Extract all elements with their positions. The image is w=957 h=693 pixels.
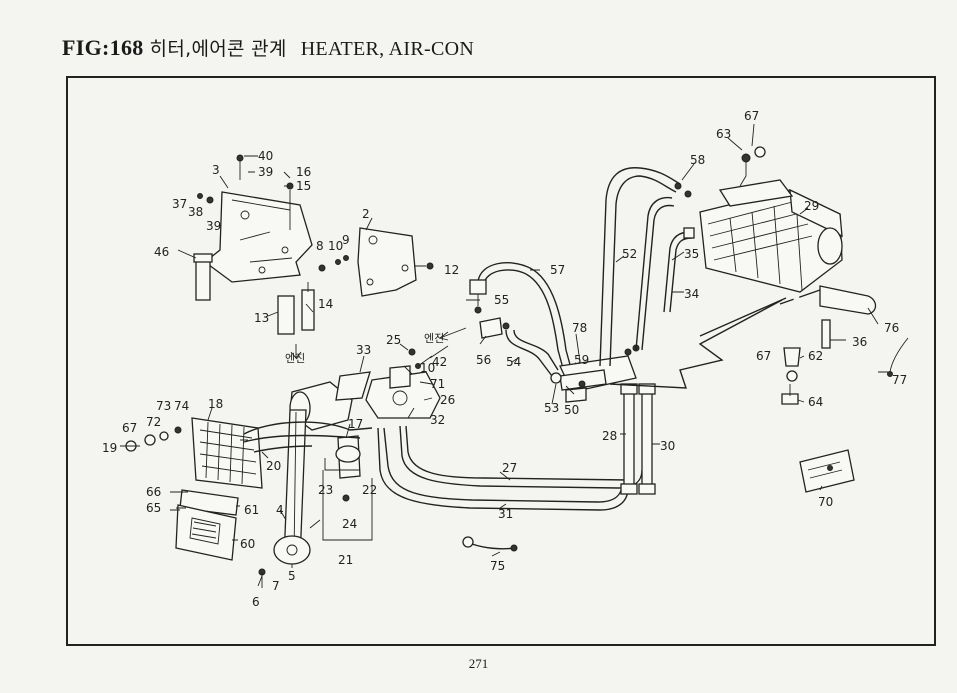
callout-20: 20 [266, 459, 281, 473]
callout-57: 57 [550, 263, 565, 277]
heater-core-assembly [120, 417, 263, 561]
callout-46: 46 [154, 245, 169, 259]
callout-15: 15 [296, 179, 311, 193]
callout-10: 10 [420, 361, 435, 375]
callout-28: 28 [602, 429, 617, 443]
callout-31: 31 [498, 507, 513, 521]
evaporator-unit [699, 146, 843, 293]
callout-72: 72 [146, 415, 161, 429]
callout-74: 74 [174, 399, 189, 413]
callout-61: 61 [244, 503, 259, 517]
valve-junction-assembly [322, 348, 441, 541]
engine-arrows [429, 327, 467, 359]
callout-25: 25 [386, 333, 401, 347]
callout-56: 56 [476, 353, 491, 367]
callout-58: 58 [690, 153, 705, 167]
callout-33: 33 [356, 343, 371, 357]
callout-76: 76 [884, 321, 899, 335]
callout-24: 24 [342, 517, 357, 531]
callout-55: 55 [494, 293, 509, 307]
evaporator-pipes [599, 167, 695, 367]
callout-36: 36 [852, 335, 867, 349]
callout-52: 52 [622, 247, 637, 261]
pipe-manifold-assembly [550, 344, 640, 403]
hose-76-assembly [609, 285, 877, 389]
callout-70: 70 [818, 495, 833, 509]
callout-13: 13 [254, 311, 269, 325]
callout-30: 30 [660, 439, 675, 453]
callout-18: 18 [208, 397, 223, 411]
callout-16: 16 [296, 165, 311, 179]
callout-39: 39 [258, 165, 273, 179]
callout-leaders [176, 123, 888, 587]
callout-21: 21 [338, 553, 353, 567]
callout-2: 2 [362, 207, 370, 221]
page-number: 271 [468, 656, 489, 671]
figure-number: FIG:168 [62, 35, 144, 60]
blower-belt-assembly [258, 371, 371, 588]
callout-67: 67 [744, 109, 759, 123]
figure-title-korean: 히터,에어콘 관계 [149, 38, 287, 60]
callout-73: 73 [156, 399, 171, 413]
callout-62: 62 [808, 349, 823, 363]
heater-hose-lines [243, 421, 643, 511]
callout-26: 26 [440, 393, 455, 407]
callout-9: 9 [342, 233, 350, 247]
engine-label: 엔진 [285, 352, 305, 365]
figure-title-english: HEATER, AIR-CON [300, 38, 475, 60]
callout-37: 37 [172, 197, 187, 211]
callout-67: 67 [122, 421, 137, 435]
callout-75: 75 [490, 559, 505, 573]
callout-23: 23 [318, 483, 333, 497]
callout-66: 66 [146, 485, 161, 499]
callout-3: 3 [212, 163, 220, 177]
callout-78: 78 [572, 321, 587, 335]
callout-27: 27 [502, 461, 517, 475]
label-plate-70 [799, 449, 855, 493]
callout-63: 63 [716, 127, 731, 141]
callout-29: 29 [804, 199, 819, 213]
callout-65: 65 [146, 501, 161, 515]
callout-32: 32 [430, 413, 445, 427]
callout-numbers: 40 39 3 16 15 37 38 39 46 2 8 10 9 12 13… [102, 109, 907, 609]
callout-38: 38 [188, 205, 203, 219]
hose-57-assembly [469, 262, 573, 377]
callout-5: 5 [288, 569, 296, 583]
callout-22: 22 [362, 483, 377, 497]
callout-19: 19 [102, 441, 117, 455]
callout-10: 10 [328, 239, 343, 253]
callout-6: 6 [252, 595, 260, 609]
callout-60: 60 [240, 537, 255, 551]
callout-40: 40 [258, 149, 273, 163]
small-parts-right [781, 319, 909, 405]
callout-59: 59 [574, 353, 589, 367]
callout-4: 4 [276, 503, 284, 517]
callout-39: 39 [206, 219, 221, 233]
callout-67: 67 [756, 349, 771, 363]
callout-8: 8 [316, 239, 324, 253]
callout-71: 71 [430, 377, 445, 391]
bracket-assembly [193, 154, 434, 335]
callout-54: 54 [506, 355, 521, 369]
callout-42: 42 [432, 355, 447, 369]
callout-17: 17 [348, 417, 363, 431]
callout-53: 53 [544, 401, 559, 415]
callout-77: 77 [892, 373, 907, 387]
diagram-frame [66, 76, 936, 646]
callout-12: 12 [444, 263, 459, 277]
callout-64: 64 [808, 395, 823, 409]
callout-14: 14 [318, 297, 333, 311]
sensor-wire-75 [462, 536, 518, 552]
vertical-pipe-28-30 [620, 383, 656, 495]
callout-34: 34 [684, 287, 699, 301]
callout-7: 7 [272, 579, 280, 593]
callout-35: 35 [684, 247, 699, 261]
callout-50: 50 [564, 403, 579, 417]
engine-label: 엔진 [424, 332, 444, 345]
